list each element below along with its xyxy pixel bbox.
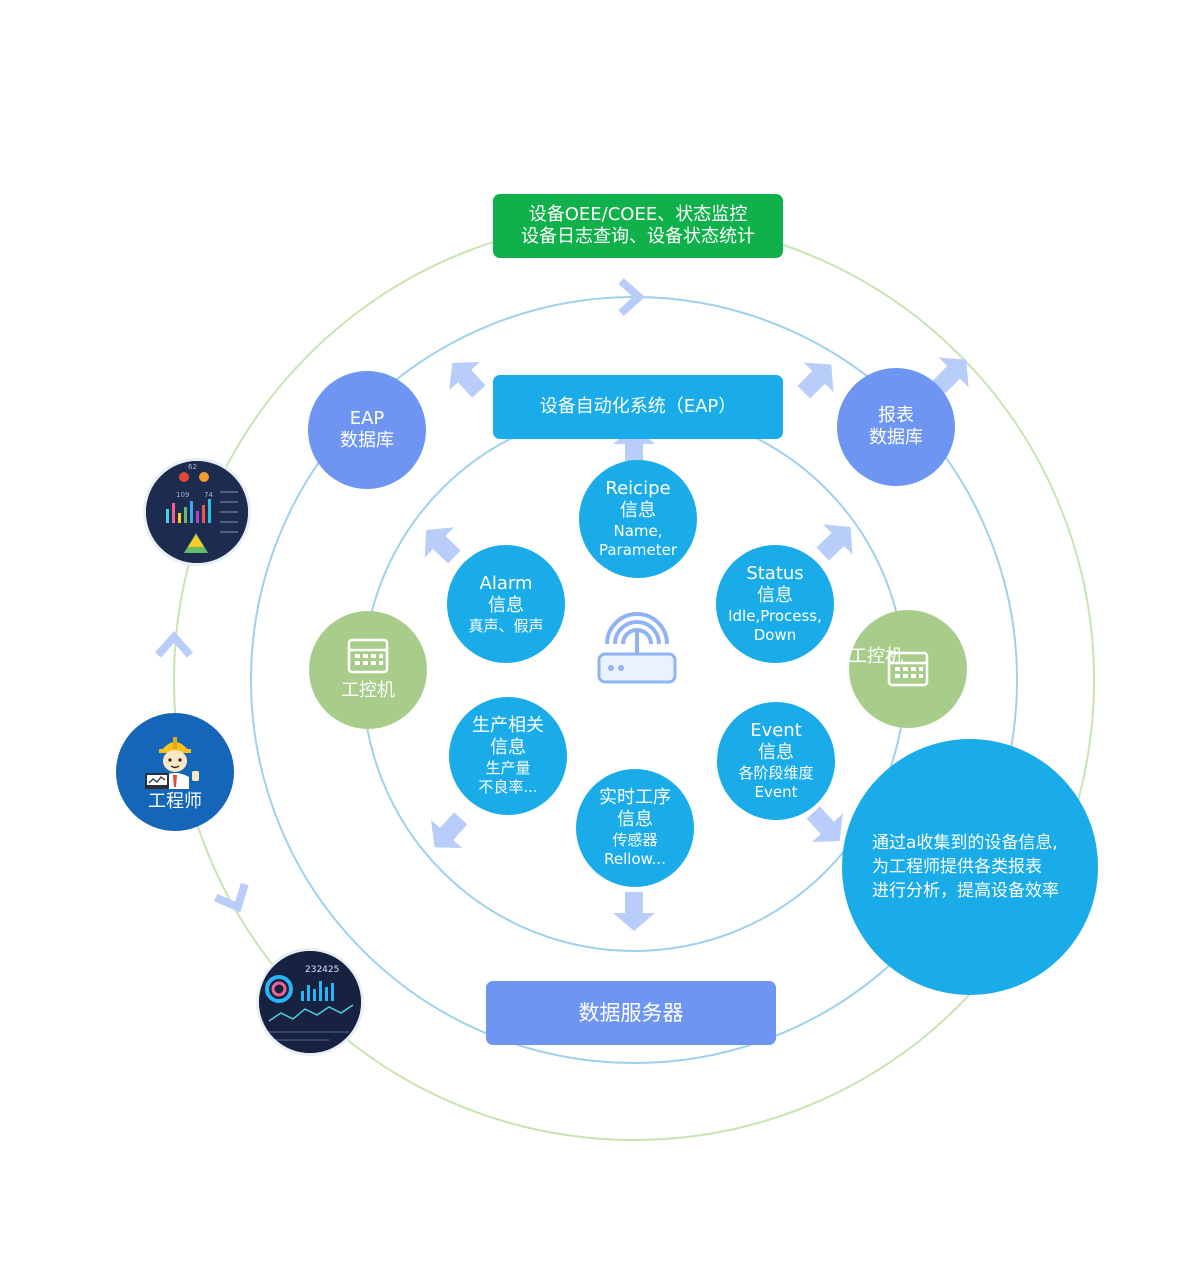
- router-icon: [597, 612, 677, 684]
- summary-node: 通过a收集到的设备信息, 为工程师提供各类报表 进行分析，提高设备效率: [842, 739, 1098, 995]
- report-database-node: 报表 数据库: [837, 368, 955, 486]
- realtime-detail-2: Rellow...: [604, 850, 666, 868]
- report-db-line2: 数据库: [869, 427, 923, 448]
- arrow-down-realtime: [613, 892, 655, 931]
- ipc-right-node: [849, 610, 967, 728]
- eap-system-box: 设备自动化系统（EAP）: [493, 375, 783, 439]
- status-title: Status: [746, 563, 804, 584]
- ipc-device-icon: [347, 638, 389, 674]
- eap-db-line1: EAP: [349, 408, 385, 429]
- thumb-top-value-3: 74: [204, 491, 213, 499]
- dashboard-thumbnail-bottom: 232425: [259, 951, 361, 1053]
- oee-status-line1: 设备OEE/COEE、状态监控: [528, 204, 748, 225]
- arrow-production: [418, 804, 477, 862]
- event-info-node: Event 信息 各阶段维度 Event: [717, 702, 835, 820]
- realtime-info-node: 实时工序 信息 传感器 Rellow...: [576, 769, 694, 887]
- realtime-subtitle: 信息: [617, 809, 653, 830]
- eap-db-line2: 数据库: [340, 430, 394, 451]
- oee-status-line2: 设备日志查询、设备状态统计: [521, 226, 755, 247]
- production-info-node: 生产相关 信息 生产量 不良率...: [449, 697, 567, 815]
- thumb-top-value-2: 109: [176, 491, 190, 499]
- oee-status-box: 设备OEE/COEE、状态监控 设备日志查询、设备状态统计: [493, 194, 783, 258]
- engineer-icon: [145, 737, 199, 789]
- status-detail-2: Down: [753, 626, 797, 644]
- engineer-label: 工程师: [148, 791, 202, 812]
- summary-line2: 为工程师提供各类报表: [872, 857, 1042, 877]
- alarm-subtitle: 信息: [488, 594, 524, 616]
- recipe-info-node: Reicipe 信息 Name, Parameter: [579, 460, 697, 578]
- ipc-left-label: 工控机: [341, 680, 395, 701]
- realtime-title: 实时工序: [599, 787, 671, 808]
- thumb-bottom-value: 232425: [305, 965, 340, 975]
- report-db-line1: 报表: [878, 405, 914, 426]
- production-title: 生产相关: [472, 715, 544, 736]
- summary-line3: 进行分析，提高设备效率: [872, 881, 1059, 901]
- ipc-device-icon: [887, 651, 929, 687]
- chevron-orbit-bottom-left: [216, 884, 253, 914]
- alarm-info-node: Alarm 信息 真声、假声: [447, 545, 565, 663]
- realtime-detail-1: 传感器: [612, 831, 658, 849]
- alarm-detail: 真声、假声: [468, 616, 544, 635]
- production-detail-2: 不良率...: [478, 778, 538, 796]
- ipc-left-node: 工控机: [309, 611, 427, 729]
- eap-database-node: EAP 数据库: [308, 371, 426, 489]
- recipe-detail-2: Parameter: [598, 541, 678, 559]
- event-subtitle: 信息: [758, 742, 794, 763]
- recipe-subtitle: 信息: [620, 500, 656, 521]
- data-server-label: 数据服务器: [578, 1001, 684, 1025]
- thumb-top-value-1: 62: [188, 463, 197, 471]
- arrow-report-db-1: [788, 349, 847, 408]
- production-detail-1: 生产量: [485, 759, 531, 777]
- ipc-right-label: 工控机: [849, 646, 903, 667]
- status-info-node: Status 信息 Idle,Process, Down: [716, 545, 834, 663]
- arrow-eap-db: [436, 348, 495, 406]
- alarm-title: Alarm: [479, 572, 533, 594]
- production-subtitle: 信息: [490, 737, 526, 758]
- recipe-detail-1: Name,: [613, 522, 663, 540]
- event-detail-1: 各阶段维度: [738, 764, 814, 782]
- status-detail-1: Idle,Process,: [728, 607, 822, 625]
- dashboard-thumbnail-top: 62 109 74: [146, 461, 248, 563]
- engineer-node: 工程师: [116, 713, 234, 831]
- recipe-title: Reicipe: [605, 478, 671, 499]
- event-detail-2: Event: [754, 783, 798, 801]
- eap-system-label: 设备自动化系统（EAP）: [539, 396, 737, 417]
- arrow-status: [808, 511, 866, 570]
- status-subtitle: 信息: [757, 585, 793, 606]
- summary-line1: 通过a收集到的设备信息,: [872, 833, 1058, 853]
- data-server-box: 数据服务器: [486, 981, 776, 1045]
- arrow-alarm: [411, 514, 469, 573]
- event-title: Event: [750, 720, 802, 741]
